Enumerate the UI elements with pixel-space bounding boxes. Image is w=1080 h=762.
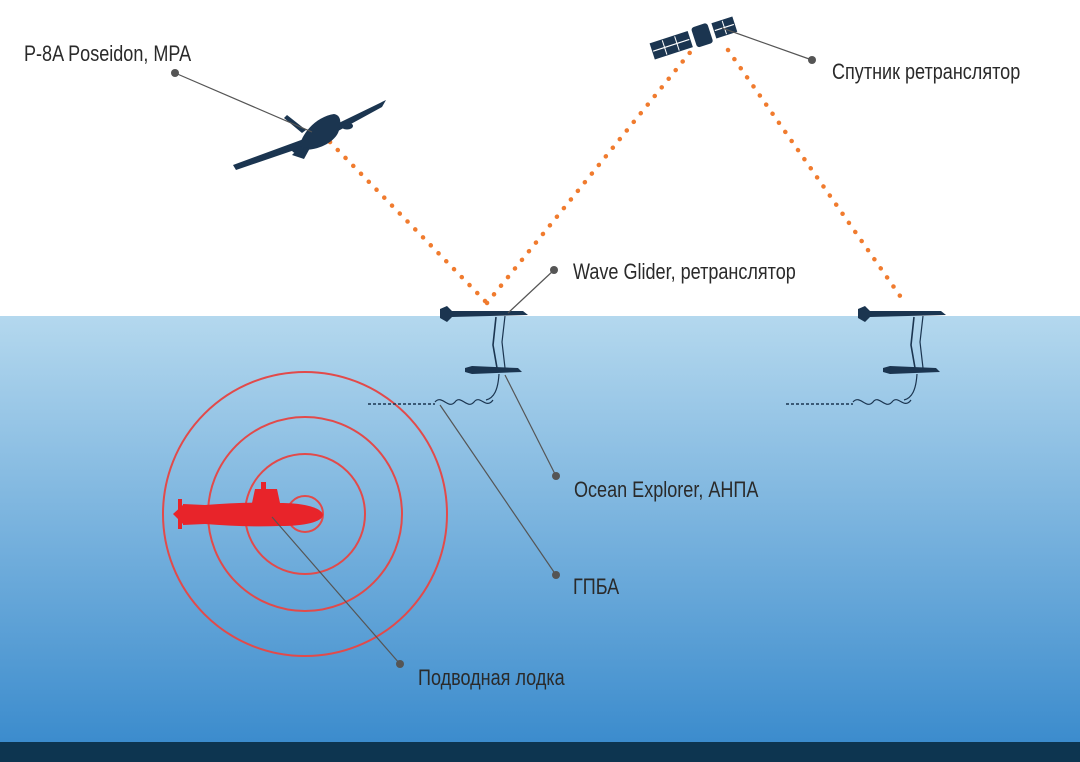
sonar-ring-outer bbox=[162, 371, 448, 657]
label-wave-glider: Wave Glider, ретранслятор bbox=[573, 259, 796, 284]
wave-glider-icon bbox=[368, 306, 528, 405]
leader-wave-glider bbox=[507, 269, 555, 314]
leader-gpba bbox=[439, 404, 557, 576]
submarine-icon bbox=[173, 482, 323, 529]
label-satellite: Спутник ретранслятор bbox=[832, 59, 1021, 84]
aircraft-icon bbox=[233, 100, 386, 170]
leader-dots bbox=[171, 56, 816, 668]
wave-glider-icon bbox=[786, 306, 946, 405]
link-satellite-glider2 bbox=[725, 47, 908, 306]
label-ocean-explorer: Ocean Explorer, АНПА bbox=[574, 477, 759, 502]
leader-submarine bbox=[271, 516, 401, 665]
communication-links bbox=[327, 47, 908, 306]
link-aircraft-glider bbox=[327, 139, 490, 306]
leader-satellite bbox=[721, 27, 813, 61]
satellite-icon bbox=[649, 16, 738, 60]
sky bbox=[0, 0, 1080, 316]
leader-ocean-explorer bbox=[504, 374, 557, 477]
label-mpa: P-8A Poseidon, MPA bbox=[24, 41, 192, 66]
label-submarine: Подводная лодка bbox=[418, 665, 565, 690]
leader-lines bbox=[174, 27, 813, 665]
bottom-bar bbox=[0, 742, 1080, 762]
link-glider-satellite bbox=[484, 47, 695, 306]
label-gpba: ГПБА bbox=[573, 574, 620, 599]
leader-mpa bbox=[174, 72, 313, 133]
